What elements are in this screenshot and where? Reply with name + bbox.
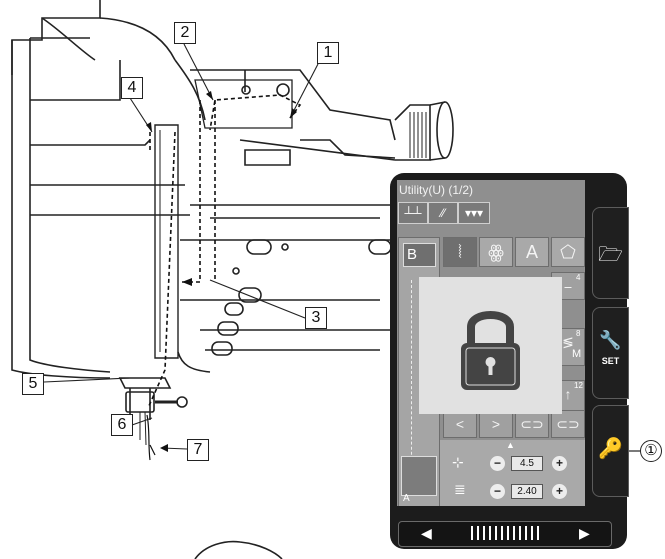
page-navigation-bar: ◀ ▶	[398, 521, 612, 547]
stitch-settings-strip: ▲ ⊹ − 4.5 + ≣ − 2.40 +	[440, 440, 585, 506]
key-lock-icon: 🔑	[598, 438, 623, 460]
panel-callout-1: ①	[640, 440, 662, 462]
callout-6: 6	[111, 414, 133, 436]
category-decorative-icon[interactable]: ꙮ	[479, 237, 513, 267]
callout-4: 4	[121, 77, 143, 99]
length-minus-button[interactable]: −	[490, 484, 505, 499]
save-folder-icon: 🗁	[598, 244, 623, 266]
lock-overlay	[419, 277, 562, 414]
stitch-cell[interactable]: ⊂⊃	[551, 410, 585, 438]
length-plus-button[interactable]: +	[552, 484, 567, 499]
page-indicator	[471, 526, 541, 540]
guide-line	[411, 280, 412, 480]
callout-5: 5	[22, 373, 44, 395]
feed-dog-icon[interactable]: ▾▾▾	[458, 202, 490, 224]
stitch-length-value: 2.40	[511, 484, 543, 499]
presser-foot-graphic	[401, 456, 437, 496]
width-plus-button[interactable]: +	[552, 456, 567, 471]
callout-7: 7	[187, 439, 209, 461]
callout-1: 1	[317, 42, 339, 64]
padlock-icon	[461, 311, 520, 390]
screen-title: Utility(U) (1/2)	[399, 183, 473, 197]
category-applique-icon[interactable]: ⬠	[551, 237, 585, 267]
right-arrow-icon[interactable]: ▶	[579, 525, 590, 541]
presser-foot-icon[interactable]: ┴┴	[398, 202, 428, 224]
save-tab[interactable]: 🗁	[592, 207, 629, 299]
cell-number-12: 12	[574, 381, 583, 390]
stitch-length-icon: ≣	[454, 481, 466, 497]
set-label: SET	[601, 356, 620, 366]
category-utility-icon[interactable]: ⦚	[443, 237, 477, 267]
width-minus-button[interactable]: −	[490, 456, 505, 471]
needle-icon[interactable]: ⁄⁄	[428, 202, 458, 224]
set-tab[interactable]: 🔧 SET	[592, 307, 629, 399]
callout-3: 3	[305, 307, 327, 329]
cell-number-4: 4	[576, 273, 581, 282]
left-arrow-icon[interactable]: ◀	[421, 525, 432, 541]
category-letter-icon[interactable]: A	[515, 237, 549, 267]
stitch-cell[interactable]: ⊂⊃	[515, 410, 549, 438]
up-arrow-icon[interactable]: ▲	[506, 440, 515, 450]
stitch-width-value: 4.5	[511, 456, 543, 471]
cell-number-8: 8	[576, 329, 581, 338]
key-lock-tab[interactable]: 🔑	[592, 405, 629, 497]
set-wrench-icon: 🔧	[599, 330, 622, 350]
stitch-cell[interactable]: <	[443, 410, 477, 438]
stitch-width-icon: ⊹	[452, 454, 464, 470]
foot-label: A	[403, 493, 410, 504]
stitch-cell[interactable]: >	[479, 410, 513, 438]
callout-2: 2	[174, 22, 196, 44]
cell-letter-m: M	[572, 348, 582, 360]
pattern-letter[interactable]: B	[403, 243, 436, 267]
